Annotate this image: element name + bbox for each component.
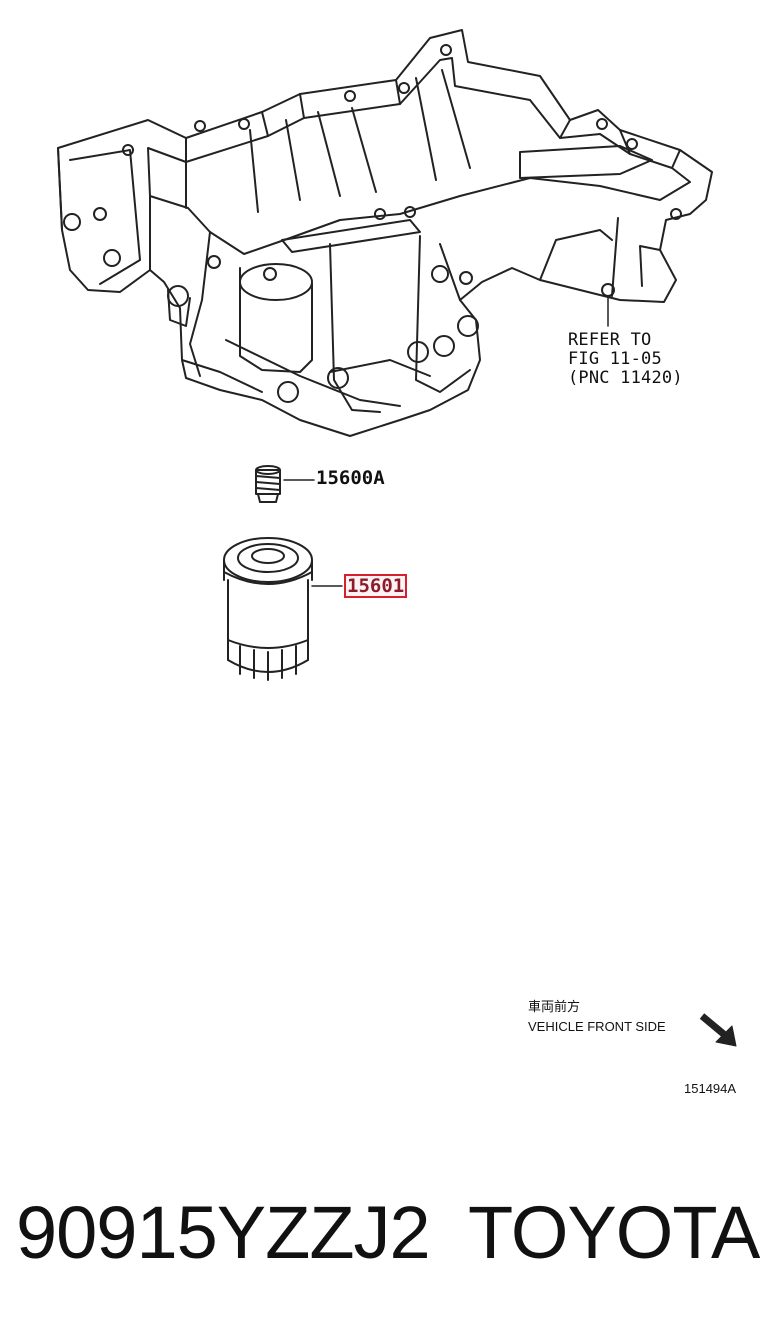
oil-pan-illustration bbox=[57, 29, 713, 437]
front-direction-arrow-icon bbox=[699, 1013, 737, 1047]
refer-to-note: REFER TO FIG 11-05 (PNC 11420) bbox=[568, 330, 683, 388]
callout-drain-plug[interactable]: 15600A bbox=[316, 467, 385, 489]
brand-name: TOYOTA bbox=[468, 1191, 760, 1274]
direction-label-en: VEHICLE FRONT SIDE bbox=[528, 1019, 666, 1034]
direction-label-jp: 車両前方 bbox=[528, 1000, 581, 1015]
callout-oil-filter-highlighted[interactable]: 15601 bbox=[344, 574, 408, 598]
illustration-id: 151494A bbox=[684, 1081, 737, 1096]
part-number: 90915YZZJ2 bbox=[16, 1191, 431, 1274]
oil-filter-illustration bbox=[223, 537, 343, 681]
drain-plug-illustration bbox=[255, 465, 315, 503]
